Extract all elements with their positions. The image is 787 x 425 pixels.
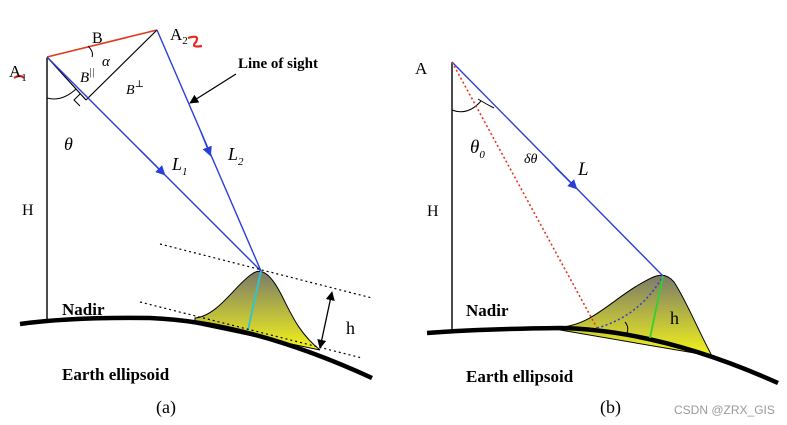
- dotted-blue-curve: [596, 275, 664, 329]
- right-angle-mark: [73, 93, 81, 107]
- label-nadir-a: Nadir: [62, 300, 105, 319]
- b-perp-line: [85, 29, 158, 101]
- h-double-arrow: [317, 291, 335, 349]
- label-delta-theta: δθ: [524, 152, 538, 167]
- label-h-big-b: H: [427, 203, 439, 220]
- alpha-angle-arc: [87, 45, 93, 58]
- label-theta-a: θ: [64, 134, 73, 154]
- red-annotation-2: [187, 35, 203, 48]
- label-l2: L2: [227, 144, 244, 168]
- label-a2: A2: [170, 25, 188, 47]
- label-earth-b: Earth ellipsoid: [466, 367, 574, 386]
- label-theta0: θ0: [470, 137, 485, 161]
- label-l1: L1: [171, 154, 188, 178]
- theta-angle-arc-a: [46, 88, 77, 100]
- l2-arrow: [200, 131, 212, 157]
- label-a1: A1: [9, 62, 27, 84]
- label-baseline-b: B: [92, 30, 103, 47]
- caption-b: (b): [600, 397, 621, 418]
- label-line-of-sight: Line of sight: [238, 56, 318, 72]
- line-of-sight-pointer: [189, 73, 237, 104]
- label-alpha: α: [102, 54, 111, 70]
- theta0-angle-arc: [451, 100, 482, 113]
- label-a: A: [415, 59, 428, 78]
- panel-a: A1 A2 B α B|| B⊥ θ H L1 L2 Line of sight…: [9, 25, 373, 418]
- delta-theta-angle-arc: [477, 98, 495, 109]
- earth-ellipsoid-curve-a: [19, 315, 373, 381]
- label-nadir-b: Nadir: [466, 301, 509, 320]
- baseline-b: [46, 29, 158, 58]
- label-small-h-b: h: [670, 308, 679, 328]
- label-b-perp: B⊥: [126, 79, 144, 98]
- l-arrow: [554, 166, 578, 190]
- label-h-big-a: H: [22, 202, 34, 219]
- label-b-parallel: B||: [80, 67, 95, 86]
- height-line-green: [649, 275, 664, 339]
- earth-ellipsoid-curve-b: [426, 325, 779, 386]
- dotted-tangent-upper: [159, 243, 373, 299]
- red-annotation-1: [13, 74, 25, 79]
- label-l: L: [577, 159, 589, 180]
- caption-a: (a): [156, 397, 176, 418]
- dotted-red-line: [451, 61, 598, 329]
- slope-angle-arc: [624, 321, 629, 336]
- label-earth-a: Earth ellipsoid: [62, 365, 170, 384]
- terrain-bump-a: [194, 270, 321, 351]
- height-line-cyan: [247, 270, 262, 331]
- panel-b: A θ0 δθ L H Nadir Earth ellipsoid h (b): [415, 59, 779, 418]
- watermark-text: CSDN @ZRX_GIS: [674, 403, 775, 417]
- label-small-h-a: h: [346, 318, 355, 338]
- l1-arrow: [139, 149, 166, 176]
- terrain-bump-b: [559, 274, 713, 357]
